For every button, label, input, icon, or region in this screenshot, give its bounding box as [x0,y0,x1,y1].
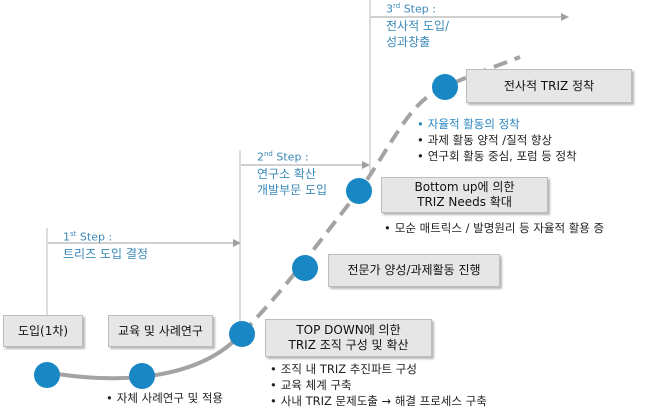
step-2-desc-1: 연구소 확산 [257,166,317,181]
box-topdown: TOP DOWN에 의한 TRIZ 조직 구성 및 확산 [265,319,432,357]
step-3-label: 3rd Step : 전사적 도입/ 성과창출 [386,2,450,49]
list-item: 모순 매트릭스 / 발명원리 등 자율적 활용 증 [384,220,604,236]
box-expert: 전문가 양성/과제활동 진행 [328,254,500,287]
node-bottomup [346,178,372,204]
box-education: 교육 및 사례연구 [108,315,213,347]
growth-curve-dashed [240,55,521,335]
bullets-settle: 자율적 활동의 정착 과제 활동 양적 /질적 향상 연구회 활동 중심, 포럼… [417,116,577,164]
bullets-topdown: 조직 내 TRIZ 추진파트 구성 교육 체계 구축 사내 TRIZ 문제도출 … [270,361,487,409]
list-item: 자율적 활동의 정착 [417,116,577,132]
step-1-desc: 트리즈 도입 결정 [63,246,148,261]
node-intro [34,362,60,388]
step-2-label: 2nd Step : 연구소 확산 개발부문 도입 [257,150,328,197]
list-item: 과제 활동 양적 /질적 향상 [417,132,577,148]
list-item: 조직 내 TRIZ 추진파트 구성 [270,361,487,377]
list-item: 연구회 활동 중심, 포럼 등 정착 [417,148,577,164]
box-intro: 도입(1차) [3,315,83,347]
node-settle [432,74,458,100]
box-bottomup: Bottom up에 의한 TRIZ Needs 확대 [381,177,548,213]
step-3-desc-2: 성과창출 [386,34,431,49]
node-expert [292,255,318,281]
bullets-bottomup: 모순 매트릭스 / 발명원리 등 자율적 활용 증 [384,220,604,236]
box-settle: 전사적 TRIZ 정착 [466,69,632,103]
step-3-desc-1: 전사적 도입/ [386,18,450,33]
list-item: 자체 사례연구 및 적용 [106,390,223,406]
node-topdown [229,321,255,347]
step-1-label: 1st Step : 트리즈 도입 결정 [63,230,148,261]
list-item: 교육 체계 구축 [270,377,487,393]
growth-curve-solid [44,331,244,381]
bullets-education: 자체 사례연구 및 적용 [106,390,223,406]
node-education [129,363,155,389]
step-2-desc-2: 개발부문 도입 [257,182,328,197]
list-item: 사내 TRIZ 문제도출 → 해결 프로세스 구축 [270,393,487,409]
